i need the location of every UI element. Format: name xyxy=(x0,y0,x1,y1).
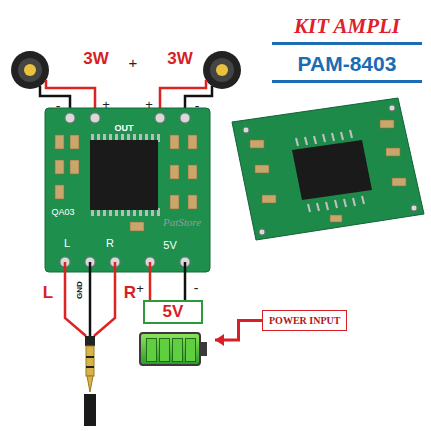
power-wires xyxy=(150,262,185,302)
battery-bar xyxy=(146,338,157,362)
node-text: POWER INPUT xyxy=(269,315,340,326)
speaker-right xyxy=(203,51,241,89)
label: 3W xyxy=(167,50,193,67)
battery: 5V xyxy=(133,300,213,370)
battery-bar xyxy=(185,338,196,362)
label: 3W xyxy=(83,50,109,67)
label: - xyxy=(194,281,199,295)
label: 5V xyxy=(163,240,176,251)
arrow-connector xyxy=(215,321,262,347)
label: - xyxy=(56,99,61,113)
battery-tip xyxy=(201,342,207,356)
label: L xyxy=(43,284,53,301)
label: QA03 xyxy=(51,208,74,217)
label: GND xyxy=(76,281,84,299)
battery-label: 5V xyxy=(143,300,203,324)
label: L xyxy=(64,238,70,249)
title-rule xyxy=(272,42,422,45)
label: + xyxy=(102,98,110,111)
audio-jack xyxy=(84,336,96,426)
speaker-left xyxy=(11,51,49,89)
battery-cell xyxy=(139,332,201,366)
label: R xyxy=(124,284,136,301)
battery-bar xyxy=(159,338,170,362)
board-photo xyxy=(232,98,424,240)
arrow-head xyxy=(215,334,224,346)
label: R xyxy=(106,238,114,249)
label: + xyxy=(136,282,144,295)
label: + xyxy=(145,98,153,111)
label: - xyxy=(195,99,200,113)
power-input-box: POWER INPUT xyxy=(262,310,347,331)
battery-bar xyxy=(172,338,183,362)
label: PAM-8403 xyxy=(298,52,397,76)
subtitle-rule xyxy=(272,80,422,83)
label: PatStore xyxy=(163,216,201,228)
title: KIT AMPLI xyxy=(294,14,400,39)
amp-board xyxy=(45,108,210,272)
label: + xyxy=(129,55,138,70)
audio-wires xyxy=(65,262,115,336)
label: OUT xyxy=(115,124,134,133)
